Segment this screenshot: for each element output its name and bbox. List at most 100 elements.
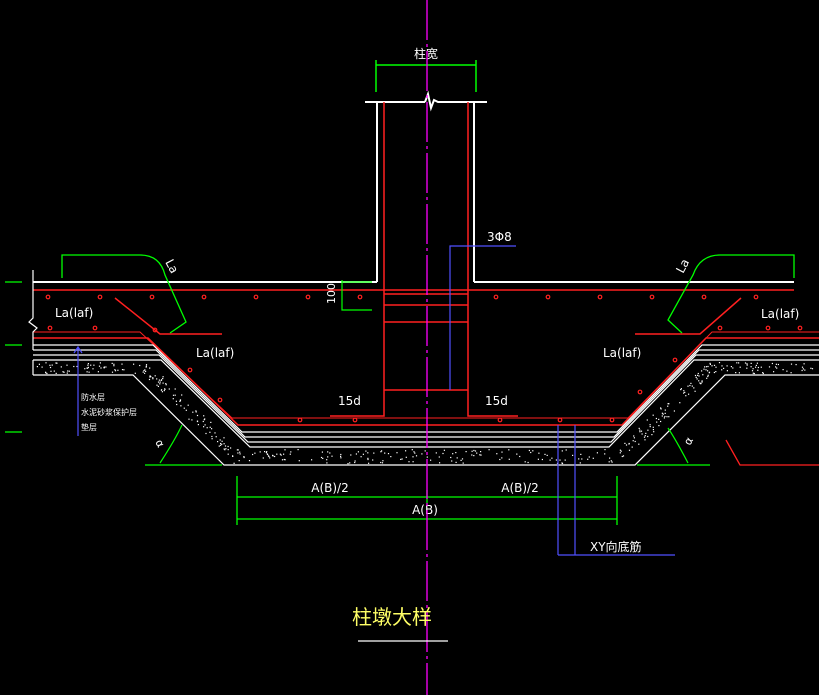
speckle bbox=[639, 431, 641, 433]
speckle bbox=[161, 391, 163, 393]
speckle bbox=[283, 453, 285, 455]
speckle bbox=[736, 362, 738, 364]
speckle bbox=[367, 457, 369, 459]
rebar-dot bbox=[493, 294, 499, 300]
speckle bbox=[164, 388, 166, 390]
drawing-title: 柱墩大样 bbox=[352, 605, 432, 629]
speckle bbox=[60, 366, 62, 368]
speckle bbox=[471, 450, 473, 452]
speckle bbox=[405, 450, 407, 452]
speckle bbox=[479, 454, 481, 456]
speckle bbox=[326, 462, 328, 464]
speckle bbox=[661, 412, 663, 414]
rebar-dot bbox=[217, 397, 223, 403]
speckle bbox=[488, 449, 490, 451]
speckle bbox=[660, 408, 662, 410]
speckle bbox=[707, 374, 709, 376]
speckle bbox=[632, 440, 634, 442]
speckle bbox=[689, 384, 691, 387]
speckle bbox=[685, 395, 687, 397]
speckle bbox=[149, 375, 151, 377]
alpha-left-label: α bbox=[152, 437, 167, 450]
speckle bbox=[456, 457, 458, 459]
speckle bbox=[795, 364, 797, 366]
speckle bbox=[233, 462, 235, 464]
la-laf-mid-left: La(laf) bbox=[196, 346, 234, 360]
speckle bbox=[159, 383, 161, 385]
speckle bbox=[578, 458, 580, 460]
speckle bbox=[713, 364, 716, 366]
speckle bbox=[219, 439, 221, 441]
speckle bbox=[726, 365, 728, 367]
speckle bbox=[411, 449, 413, 451]
speckle bbox=[221, 443, 223, 445]
speckle bbox=[580, 453, 582, 455]
speckle bbox=[541, 458, 543, 461]
rebar-dot bbox=[92, 325, 98, 331]
speckle bbox=[154, 375, 156, 377]
speckle bbox=[782, 369, 784, 371]
speckle bbox=[619, 452, 621, 454]
speckle bbox=[679, 402, 681, 404]
speckle bbox=[121, 369, 124, 371]
speckle bbox=[196, 414, 199, 417]
speckle bbox=[690, 382, 692, 384]
speckle bbox=[739, 366, 741, 368]
speckle bbox=[84, 368, 86, 370]
speckle bbox=[368, 462, 370, 464]
speckle bbox=[691, 385, 693, 387]
speckle bbox=[220, 444, 222, 446]
speckle bbox=[274, 455, 276, 458]
speckle bbox=[111, 362, 113, 364]
speckle bbox=[179, 399, 182, 401]
speckle bbox=[684, 391, 686, 393]
layer-note-leader bbox=[73, 345, 83, 436]
speckle bbox=[197, 424, 199, 426]
speckle bbox=[664, 409, 666, 411]
speckle bbox=[181, 394, 183, 396]
speckle bbox=[726, 370, 728, 372]
speckle bbox=[604, 453, 606, 455]
speckle bbox=[723, 367, 725, 369]
speckle bbox=[501, 451, 503, 453]
speckle bbox=[707, 375, 709, 378]
speckle bbox=[768, 366, 771, 368]
speckle bbox=[329, 452, 331, 454]
left-break-line bbox=[28, 270, 38, 350]
speckle bbox=[647, 435, 649, 438]
speckle bbox=[465, 451, 467, 453]
speckle bbox=[713, 371, 715, 374]
speckle bbox=[695, 376, 697, 378]
speckle bbox=[757, 369, 759, 371]
rebar-dot bbox=[797, 325, 803, 331]
speckle bbox=[461, 458, 464, 460]
speckle bbox=[802, 368, 804, 370]
rebar-dots bbox=[45, 294, 803, 423]
speckle bbox=[145, 366, 147, 368]
dim-100-marker bbox=[341, 280, 372, 311]
speckle bbox=[66, 372, 68, 374]
speckle bbox=[172, 394, 175, 396]
speckle bbox=[97, 371, 99, 373]
speckle bbox=[664, 415, 666, 418]
speckle bbox=[652, 429, 654, 431]
speckle bbox=[51, 364, 53, 366]
speckle bbox=[651, 434, 653, 436]
speckle bbox=[283, 458, 285, 461]
speckle bbox=[628, 449, 631, 451]
speckle bbox=[412, 461, 414, 463]
speckle bbox=[254, 452, 256, 454]
speckle bbox=[771, 362, 773, 365]
speckle bbox=[267, 453, 269, 456]
speckle bbox=[211, 438, 213, 440]
speckle bbox=[49, 366, 52, 369]
speckle bbox=[762, 372, 764, 374]
speckle bbox=[592, 457, 594, 459]
speckle bbox=[66, 364, 68, 366]
speckle bbox=[340, 453, 342, 456]
speckle bbox=[462, 462, 464, 464]
speckle bbox=[340, 457, 342, 459]
speckle bbox=[415, 455, 418, 457]
speckle bbox=[191, 419, 193, 421]
